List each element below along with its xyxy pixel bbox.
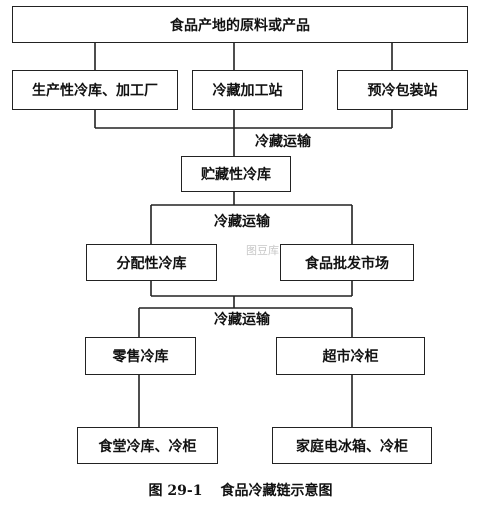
node-retail-cold-store: 零售冷库 xyxy=(85,337,196,375)
node-canteen-cold-store: 食堂冷库、冷柜 xyxy=(77,427,218,464)
node-production-cold-store: 生产性冷库、加工厂 xyxy=(12,70,178,110)
edge-label-transport-1: 冷藏运输 xyxy=(253,131,313,151)
node-distribution-cold-store: 分配性冷库 xyxy=(86,244,217,281)
node-supermarket-cabinet: 超市冷柜 xyxy=(276,337,425,375)
edge-label-transport-3: 冷藏运输 xyxy=(212,309,272,329)
figure-caption: 图 29-1 食品冷藏链示意图 xyxy=(0,480,481,500)
watermark: 图豆库 xyxy=(246,244,279,257)
node-cold-processing-station: 冷藏加工站 xyxy=(192,70,303,110)
figure-number: 图 29-1 xyxy=(148,483,203,499)
node-food-wholesale-market: 食品批发市场 xyxy=(280,244,414,281)
node-source: 食品产地的原料或产品 xyxy=(12,6,468,43)
node-storage-cold-store: 贮藏性冷库 xyxy=(181,156,291,192)
figure-title: 食品冷藏链示意图 xyxy=(220,483,333,499)
edge-label-transport-2: 冷藏运输 xyxy=(212,211,272,231)
node-precool-packing-station: 预冷包装站 xyxy=(337,70,468,110)
node-home-refrigerator: 家庭电冰箱、冷柜 xyxy=(272,427,432,464)
